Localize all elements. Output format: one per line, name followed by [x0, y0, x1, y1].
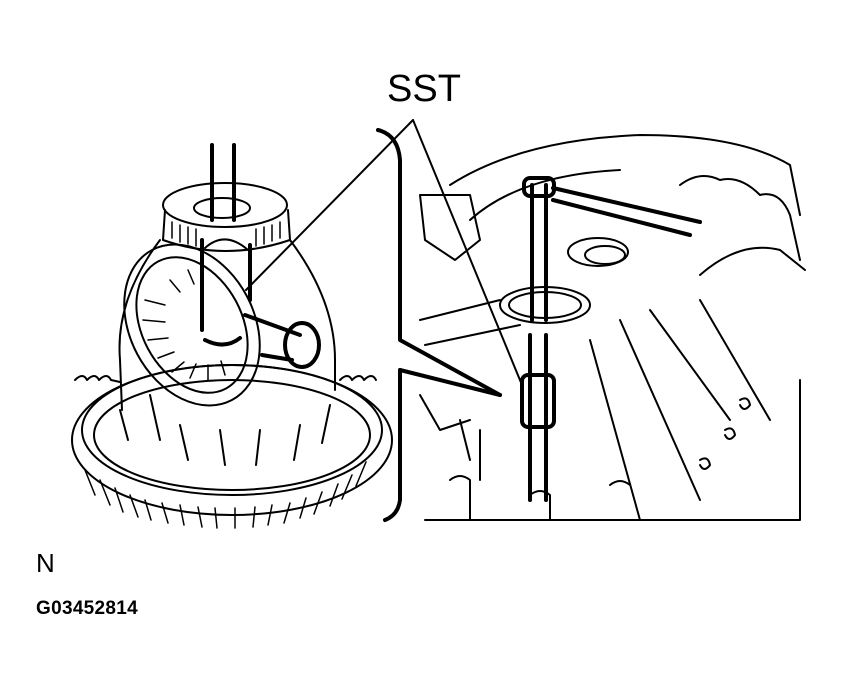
view-bracket — [376, 128, 502, 522]
view-label: N — [36, 548, 55, 578]
callout-label-sst: SST — [387, 68, 461, 110]
figure-code: G03452814 — [36, 598, 139, 619]
transaxle-case — [412, 119, 806, 521]
differential-assembly — [71, 119, 414, 529]
